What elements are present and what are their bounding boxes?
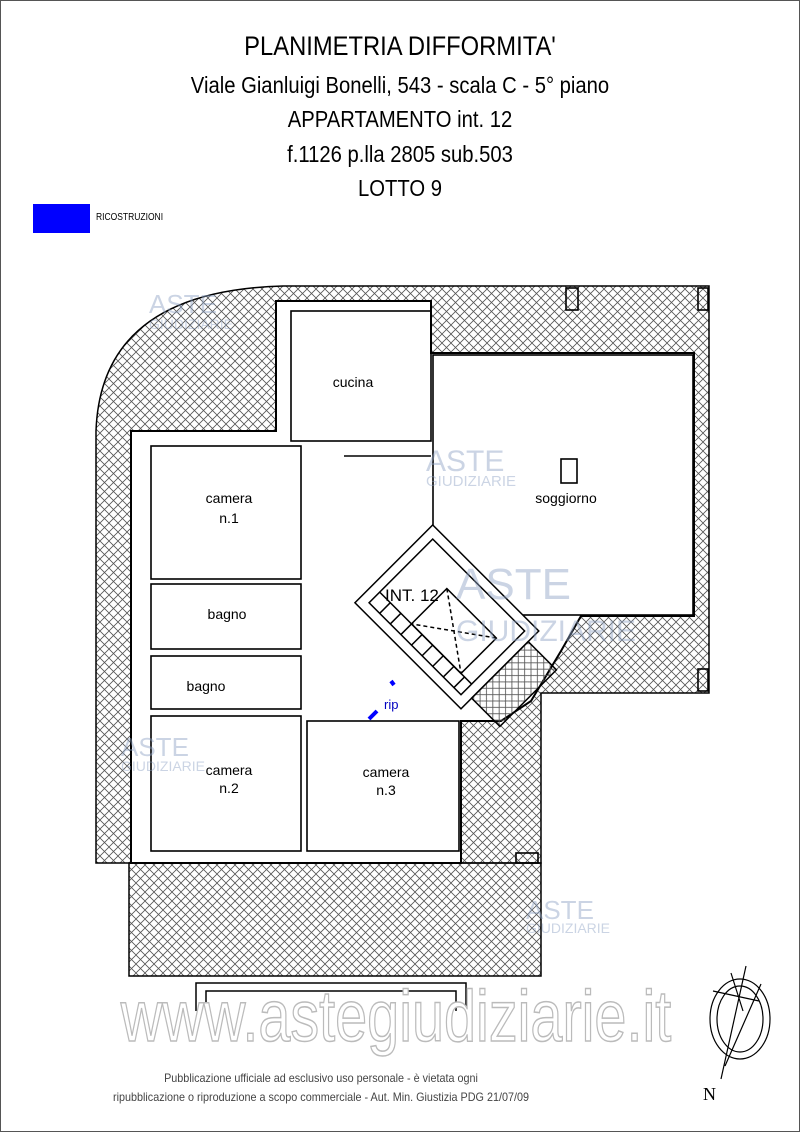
label-camera-3-num: n.3	[376, 782, 396, 798]
legend-swatch	[33, 204, 90, 233]
room-soggiorno	[432, 354, 694, 616]
terrace-bottom	[128, 862, 542, 977]
room-camera-1	[150, 445, 302, 580]
footer-line-2: ripubblicazione o riproduzione a scopo c…	[112, 1090, 529, 1104]
north-arrow-icon	[709, 965, 771, 1080]
svg-text:GIUDIZIARIE: GIUDIZIARIE	[426, 473, 516, 490]
label-rip: rip	[384, 697, 398, 712]
plan-unit: APPARTAMENTO int. 12	[287, 106, 513, 132]
room-bagno-2	[150, 655, 302, 710]
label-camera-2-num: n.2	[219, 780, 239, 796]
label-cucina: cucina	[333, 374, 374, 390]
stairwell	[353, 523, 558, 728]
watermark-site: www.astegiudiziarie.it	[120, 976, 671, 1057]
plan-lot: LOTTO 9	[358, 175, 442, 201]
svg-text:ASTE: ASTE	[456, 560, 571, 609]
svg-text:ASTE: ASTE	[526, 895, 594, 925]
svg-text:GIUDIZIARIE: GIUDIZIARIE	[121, 758, 205, 774]
svg-text:GIUDIZIARIE: GIUDIZIARIE	[456, 615, 636, 648]
plan-cadastral: f.1126 p.lla 2805 sub.503	[287, 141, 513, 167]
room-camera-2	[150, 715, 302, 852]
plan-address: Viale Gianluigi Bonelli, 543 - scala C -…	[190, 72, 610, 98]
legend-label: RICOSTRUZIONI	[96, 212, 164, 223]
room-bagno-1	[150, 583, 302, 650]
label-camera-1: camera	[206, 490, 253, 506]
svg-text:GIUDIZIARIE: GIUDIZIARIE	[526, 920, 610, 936]
svg-text:GIUDIZIARIE: GIUDIZIARIE	[149, 316, 233, 332]
svg-text:ASTE: ASTE	[149, 289, 217, 319]
label-stair: INT. 12	[385, 586, 439, 605]
svg-text:ASTE: ASTE	[121, 732, 189, 762]
plan-title: PLANIMETRIA DIFFORMITA'	[244, 31, 556, 61]
north-label: N	[703, 1084, 716, 1104]
footer-line-1: Pubblicazione ufficiale ad esclusivo uso…	[164, 1071, 478, 1085]
label-camera-2: camera	[206, 762, 253, 778]
watermark-logos: ASTE GIUDIZIARIE ASTE GIUDIZIARIE ASTE G…	[121, 289, 636, 936]
label-camera-1-num: n.1	[219, 510, 239, 526]
label-bagno-1: bagno	[208, 606, 247, 622]
room-cucina	[290, 310, 432, 442]
label-soggiorno: soggiorno	[535, 490, 597, 506]
svg-text:ASTE: ASTE	[426, 445, 504, 478]
room-camera-3	[306, 720, 460, 852]
label-camera-3: camera	[363, 764, 410, 780]
label-bagno-2: bagno	[187, 678, 226, 694]
